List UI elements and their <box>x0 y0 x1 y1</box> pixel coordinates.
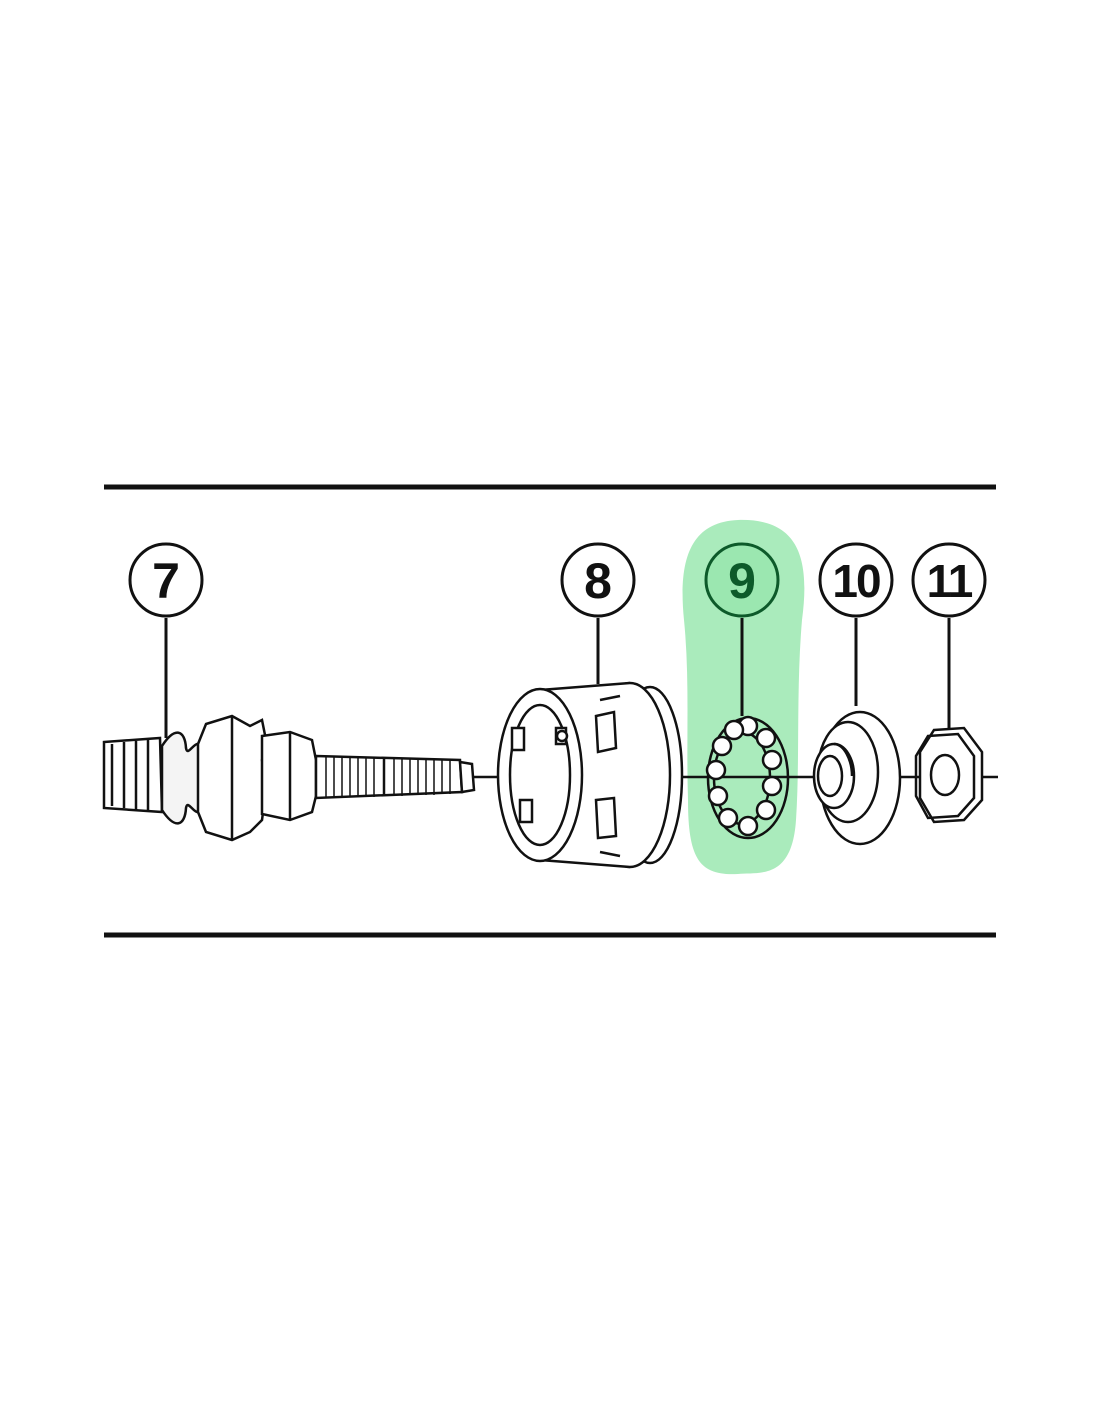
part-11-locknut <box>914 726 984 824</box>
callout-number: 10 <box>832 555 880 607</box>
callout-circle <box>560 542 636 618</box>
callout-7: 7 <box>128 542 204 618</box>
callout-8: 8 <box>560 542 636 618</box>
callout-number: 9 <box>728 553 756 609</box>
part-8-freehub <box>496 681 684 869</box>
callout-circle <box>911 542 987 618</box>
callout-circle <box>128 542 204 618</box>
callout-11: 11 <box>911 542 987 618</box>
callout-10: 10 <box>818 542 894 618</box>
callout-number: 8 <box>584 553 612 609</box>
part-10-cone <box>812 710 902 846</box>
leader-lines <box>164 618 951 738</box>
callout-circle <box>704 542 780 618</box>
callout-number: 7 <box>152 553 180 609</box>
callout-9: 9 <box>704 542 780 618</box>
callout-circle <box>818 542 894 618</box>
callout-number: 11 <box>927 555 973 607</box>
part-9-ball-retainer <box>705 715 790 840</box>
part-7-axle <box>102 714 476 842</box>
